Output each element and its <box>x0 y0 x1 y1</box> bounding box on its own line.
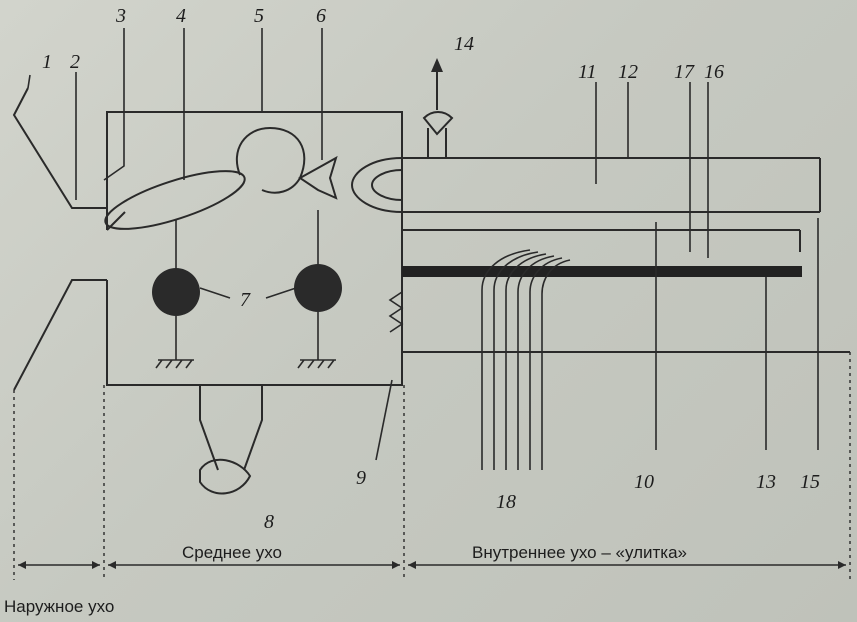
outer-ear <box>12 87 108 391</box>
label-5: 5 <box>254 5 264 27</box>
label-10: 10 <box>634 471 654 493</box>
leader-lines <box>27 28 709 461</box>
oval-window-inner <box>370 169 403 201</box>
relief-valve <box>422 111 454 158</box>
middle-ear-caption: Среднее ухо <box>182 543 282 562</box>
label-12: 12 <box>618 61 638 83</box>
ground-left <box>155 359 194 369</box>
pinna-lower <box>13 279 107 391</box>
oval-window-outer <box>350 157 403 213</box>
label-4: 4 <box>176 5 186 27</box>
middle-ear <box>104 111 404 495</box>
label-18: 18 <box>496 491 516 513</box>
inner-ear-caption: Внутреннее ухо – «улитка» <box>472 543 687 562</box>
outer-ear-caption: Наружное ухо <box>4 597 114 616</box>
label-14: 14 <box>454 33 474 55</box>
label-7: 7 <box>240 289 251 311</box>
middle-ear-chamber <box>106 111 403 386</box>
nerve-fibre-5 <box>529 257 563 470</box>
number-labels: 1 2 3 4 5 6 7 8 9 10 11 12 13 14 15 16 1… <box>42 5 820 533</box>
nerve-fibre-6 <box>541 259 571 470</box>
label-16: 16 <box>704 61 724 83</box>
nerve-fibre-4 <box>517 255 555 470</box>
relief-arrow-head <box>431 58 443 72</box>
label-15: 15 <box>800 471 820 493</box>
eustachian-tube <box>199 385 263 471</box>
label-9: 9 <box>356 467 366 489</box>
label-17: 17 <box>674 61 695 83</box>
stirrup-shape <box>298 155 338 200</box>
section-captions: Среднее ухо Внутреннее ухо – «улитка» На… <box>4 543 687 616</box>
hammer-ellipse <box>104 170 246 230</box>
leader-3 <box>103 28 125 181</box>
label-13: 13 <box>756 471 776 493</box>
label-6: 6 <box>316 5 326 27</box>
round-window <box>388 291 404 333</box>
muscle-left <box>152 268 200 316</box>
leader-9 <box>375 379 393 461</box>
label-8: 8 <box>264 511 274 533</box>
eustachian-valve <box>199 458 252 495</box>
inner-ear <box>402 58 850 470</box>
leader-1 <box>27 74 31 89</box>
anvil-shape <box>235 126 306 194</box>
tympanic-link <box>106 211 126 231</box>
leader-7-right <box>265 287 297 299</box>
nerve-fibre-2 <box>493 251 539 470</box>
basilar-membrane <box>402 266 802 277</box>
ground-right <box>297 359 336 369</box>
nerve-fibre-1 <box>481 249 531 470</box>
section-markers <box>13 352 851 580</box>
nerve-fibre-3 <box>505 253 547 470</box>
label-11: 11 <box>578 61 597 83</box>
muscle-right <box>294 264 342 312</box>
pinna-upper <box>12 87 107 209</box>
label-1: 1 <box>42 51 52 73</box>
leader-7-left <box>199 287 231 299</box>
label-2: 2 <box>70 51 80 73</box>
label-3: 3 <box>115 5 126 27</box>
